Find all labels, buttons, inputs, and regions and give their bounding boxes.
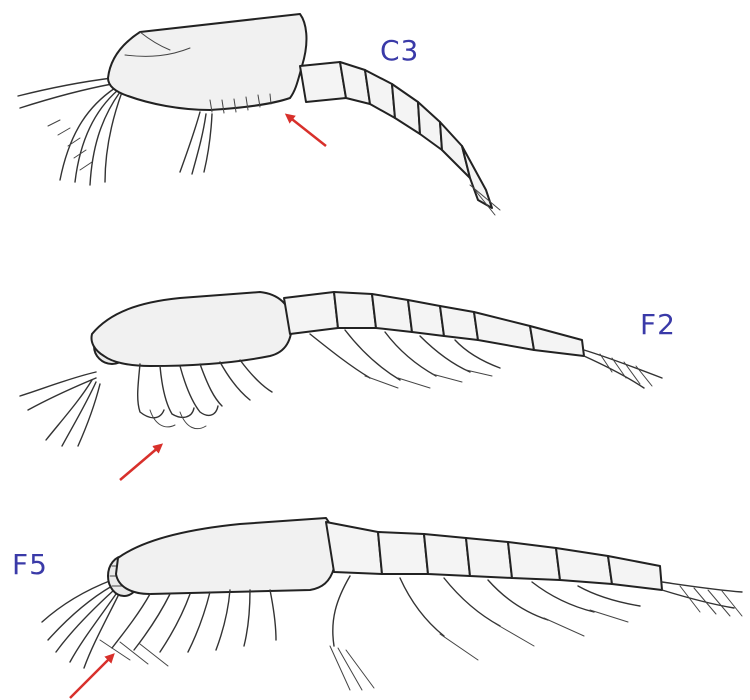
- specimen-c3: [18, 14, 500, 215]
- c3-carapace: [108, 14, 306, 110]
- f2-legs: [138, 360, 272, 429]
- label-f2: F2: [640, 308, 676, 341]
- specimen-f2: [20, 292, 662, 446]
- f2-carapace: [92, 292, 293, 366]
- f2-antennae: [20, 372, 100, 446]
- f5-legs: [100, 590, 276, 666]
- f5-arrow: [70, 656, 112, 698]
- f5-antennae: [42, 580, 118, 668]
- c3-abdomen: [300, 62, 500, 215]
- f5-carapace: [116, 518, 336, 594]
- f2-abdomen: [284, 292, 584, 356]
- f5-pleopods: [330, 576, 640, 690]
- c3-arrow: [288, 116, 326, 146]
- label-c3: C3: [380, 34, 419, 67]
- f2-arrow: [120, 446, 160, 480]
- f5-tail: [662, 582, 742, 616]
- f2-tail: [584, 350, 662, 388]
- label-f5: F5: [12, 548, 48, 581]
- f5-abdomen: [326, 522, 662, 590]
- specimen-f5: [42, 518, 742, 690]
